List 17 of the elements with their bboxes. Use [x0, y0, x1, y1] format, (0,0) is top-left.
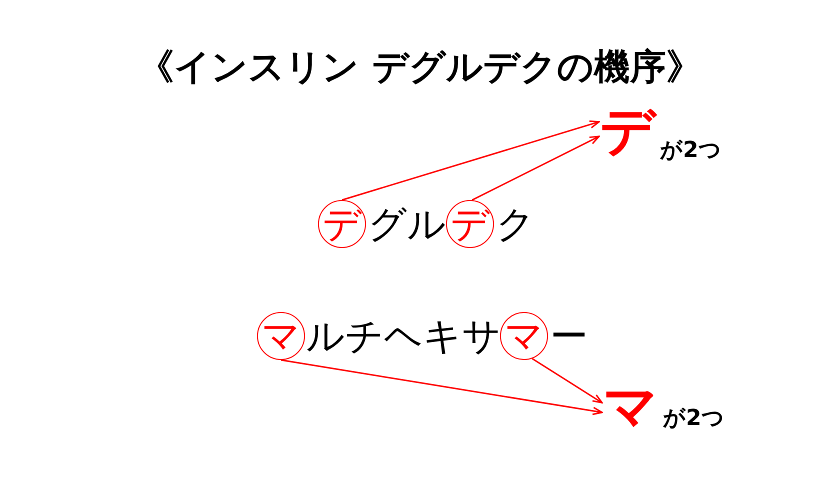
word-text: ルチヘキサ: [306, 317, 501, 355]
caption-text: が2つ: [660, 140, 722, 162]
circled-letter: マ: [500, 312, 548, 360]
highlighted-letter: デ: [600, 104, 655, 158]
word-text: グル: [368, 205, 446, 243]
word-text: ー: [550, 317, 588, 355]
caption-text: が2つ: [663, 408, 724, 430]
word-text: ク: [496, 205, 535, 243]
arrow: [532, 358, 603, 404]
arrow: [280, 359, 603, 416]
arrow: [472, 136, 600, 201]
highlighted-letter: マ: [603, 380, 658, 434]
title-text: 《インスリン デグルデクの機序》: [138, 50, 702, 86]
circled-letter: マ: [257, 312, 305, 360]
circled-letter: デ: [318, 200, 366, 248]
arrow: [342, 120, 600, 201]
circled-letter: デ: [446, 200, 494, 248]
